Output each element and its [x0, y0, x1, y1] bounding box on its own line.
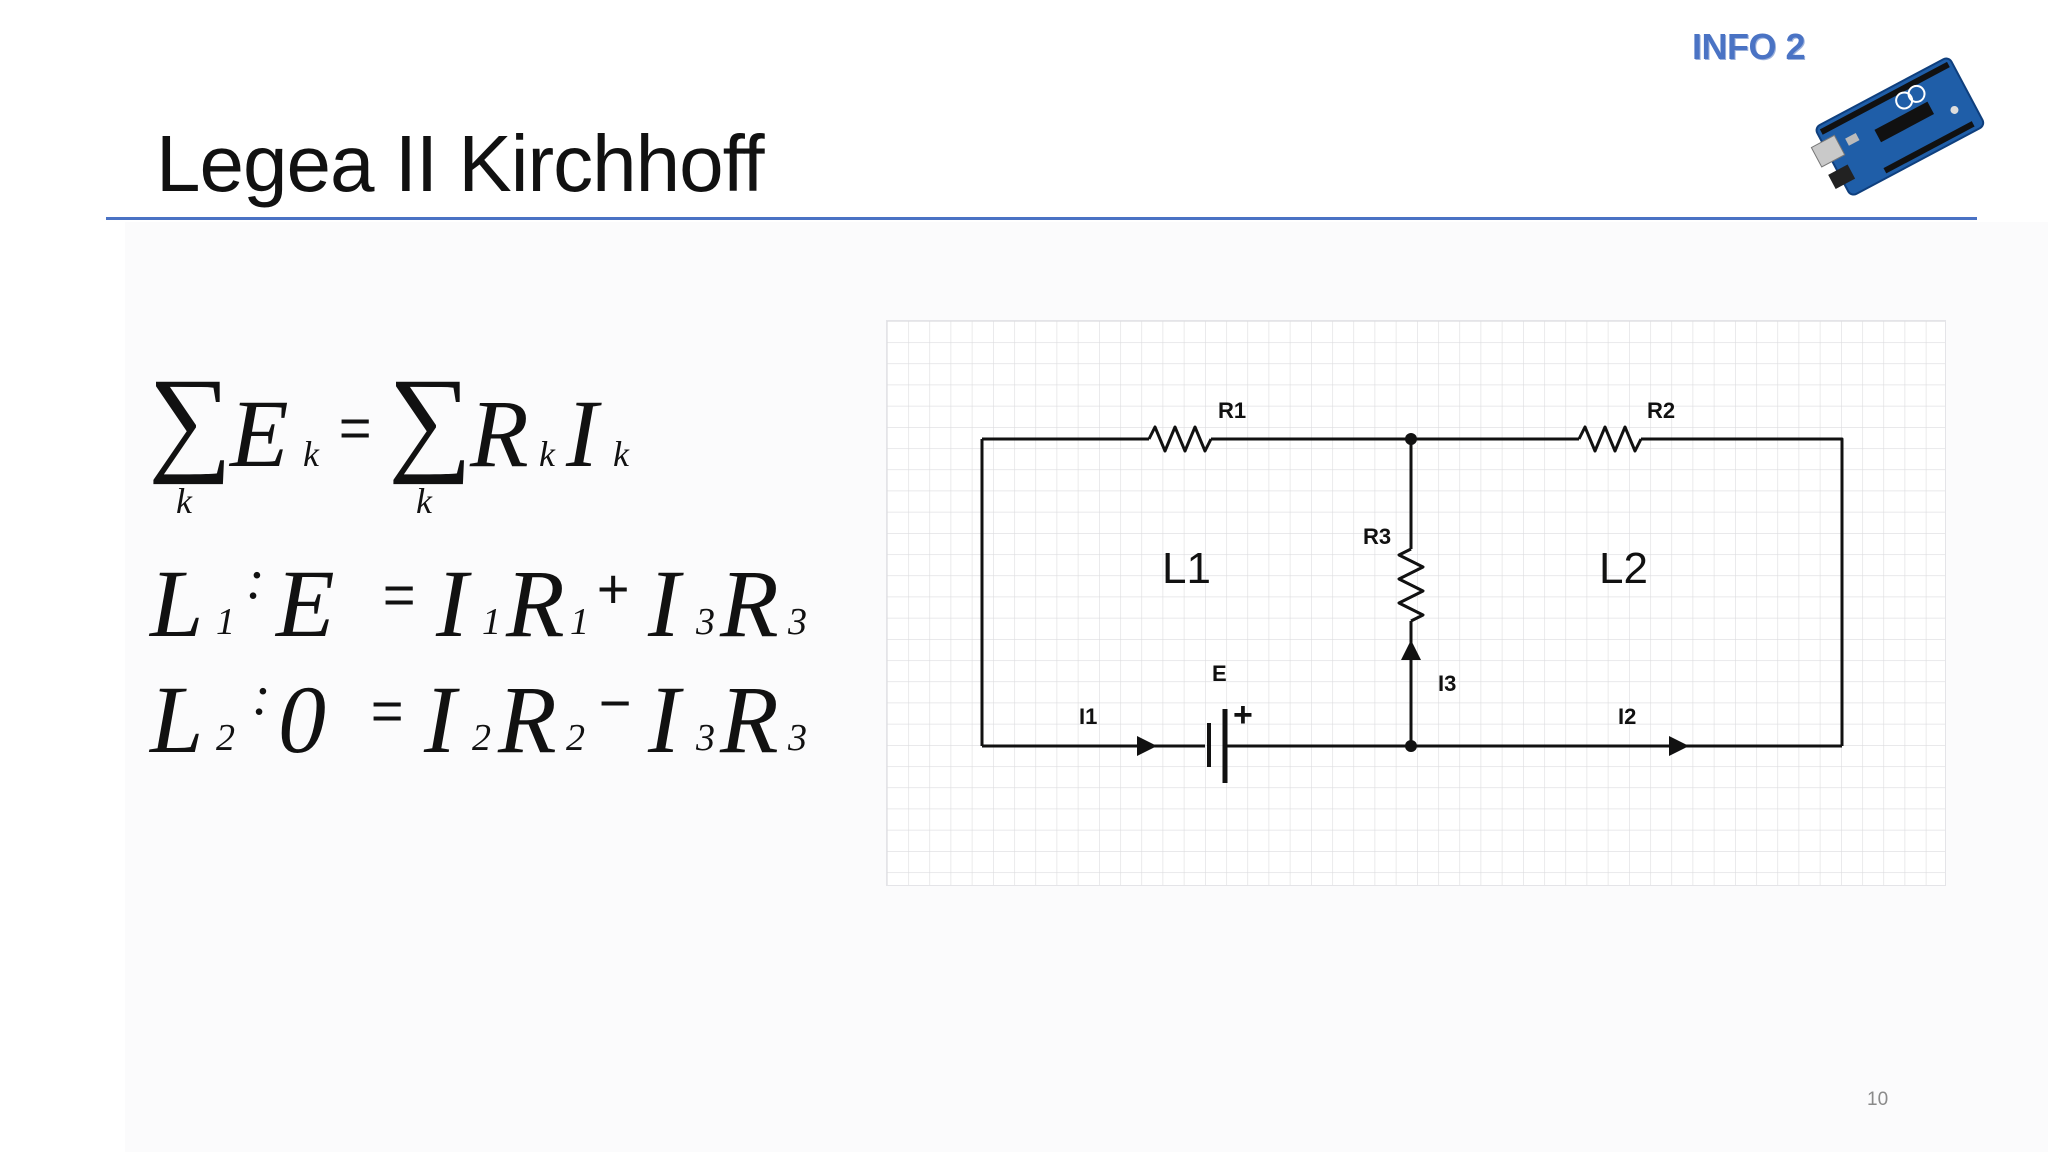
eq2-t1-r-sub: 1: [570, 601, 589, 643]
eq3-t1-r-sub: 2: [566, 717, 585, 759]
label-l2: L2: [1599, 544, 1648, 593]
eq3-t2-r-sub: 3: [788, 717, 807, 759]
eq3-t1-i: I: [424, 666, 456, 773]
title-underline: [106, 217, 1977, 220]
eq1-rhs-sum-index: k: [416, 481, 432, 521]
eq3-loop-sub: 2: [216, 717, 235, 759]
eq2-t1-r: R: [506, 550, 565, 657]
junction-top: [1405, 433, 1417, 445]
eq1-rhs-sub2: k: [613, 434, 629, 474]
eq3-loop: L: [150, 666, 204, 773]
label-r2: R2: [1647, 398, 1675, 423]
arrow-i1-icon: [1137, 736, 1157, 756]
sum-symbol: ∑: [148, 354, 233, 485]
label-i3: I3: [1438, 671, 1456, 696]
label-i1: I1: [1079, 704, 1097, 729]
label-i2: I2: [1618, 704, 1636, 729]
eq2-t2-r: R: [720, 550, 779, 657]
circuit-svg: R1 R2 R3 L1 L2 E + I1 I2 I3: [887, 321, 1945, 885]
eq1-rhs-var2: I: [566, 380, 598, 487]
eq1-lhs-sub: k: [303, 434, 319, 474]
resistor-r2: [1577, 425, 1643, 453]
resistor-r1: [1147, 425, 1213, 453]
arrow-i3-icon: [1401, 640, 1421, 660]
sum-symbol-rhs: ∑: [388, 354, 473, 485]
eq1-equals: =: [338, 396, 371, 459]
eq2-t2-r-sub: 3: [788, 601, 807, 643]
slide-title: Legea II Kirchhoff: [156, 119, 765, 208]
eq1-rhs-var1: R: [470, 380, 529, 487]
brand-label: INFO 2: [1692, 26, 1806, 67]
circuit-diagram: R1 R2 R3 L1 L2 E + I1 I2 I3: [886, 320, 1946, 886]
eq2-t2-i: I: [648, 550, 680, 657]
eq3-t2-i-sub: 3: [696, 717, 715, 759]
eq2-colon: :: [246, 549, 265, 611]
label-plus: +: [1233, 696, 1253, 734]
eq2-op: +: [596, 557, 629, 620]
arrow-i2-icon: [1669, 736, 1689, 756]
junction-bottom: [1405, 740, 1417, 752]
eq3-t2-r: R: [720, 666, 779, 773]
eq2-loop-sub: 1: [216, 601, 235, 643]
eq3-colon: :: [252, 665, 271, 727]
eq2-t1-i-sub: 1: [482, 601, 501, 643]
label-r3: R3: [1363, 524, 1391, 549]
label-r1: R1: [1218, 398, 1246, 423]
eq3-lhs: 0: [278, 666, 326, 773]
eq3-t1-i-sub: 2: [472, 717, 491, 759]
eq2-t2-i-sub: 3: [696, 601, 715, 643]
eq2-loop: L: [150, 550, 204, 657]
arduino-board-icon: [1810, 57, 1985, 196]
eq2-equals: =: [382, 563, 415, 626]
eq2-t1-i: I: [436, 550, 468, 657]
label-e: E: [1212, 661, 1227, 686]
page-number: 10: [1867, 1089, 1889, 1110]
eq1-rhs-sub1: k: [539, 434, 555, 474]
eq1-lhs-sum-index: k: [176, 481, 192, 521]
label-l1: L1: [1162, 544, 1211, 593]
eq3-equals: =: [370, 679, 403, 742]
resistor-r3: [1397, 547, 1425, 623]
eq3-t2-i: I: [648, 666, 680, 773]
eq3-op: −: [598, 671, 631, 734]
eq3-t1-r: R: [498, 666, 557, 773]
eq2-lhs: E: [276, 550, 335, 657]
eq1-lhs-var: E: [230, 380, 289, 487]
